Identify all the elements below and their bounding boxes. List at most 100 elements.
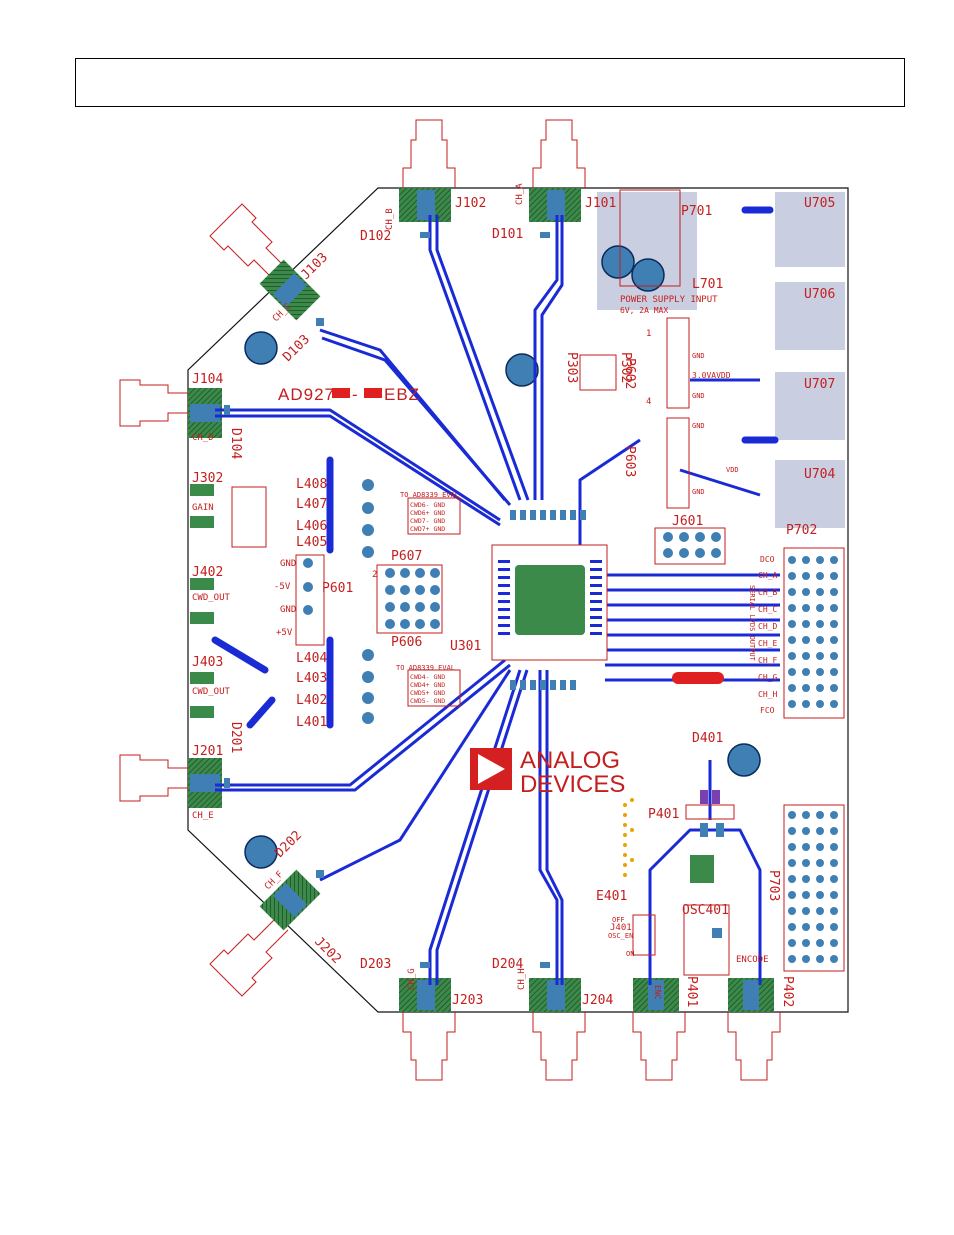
svg-text:L408: L408 xyxy=(296,477,327,492)
svg-text:P703: P703 xyxy=(766,870,781,901)
svg-text:P702: P702 xyxy=(786,523,817,538)
svg-text:J601: J601 xyxy=(672,514,703,529)
svg-text:P401: P401 xyxy=(648,807,679,822)
svg-text:CH_C: CH_C xyxy=(758,605,777,614)
yellow-vias xyxy=(623,798,634,877)
power-input-rating: 6V, 2A MAX xyxy=(620,306,668,315)
cwd-table-top: CWD6- GND CWD6+ GND CWD7- GND CWD7+ GND xyxy=(410,501,445,533)
svg-text:CWD5+ GND: CWD5+ GND xyxy=(410,689,445,697)
svg-text:L402: L402 xyxy=(296,693,327,708)
svg-text:CH_B: CH_B xyxy=(385,208,395,230)
svg-text:CH_E: CH_E xyxy=(192,811,214,821)
svg-text:J204: J204 xyxy=(582,993,613,1008)
svg-text:ENC: ENC xyxy=(653,985,662,1000)
svg-text:-: - xyxy=(352,385,359,404)
svg-text:TO AD8339 EVAL: TO AD8339 EVAL xyxy=(400,491,459,499)
svg-text:J403: J403 xyxy=(192,655,223,670)
svg-text:J402: J402 xyxy=(192,565,223,580)
svg-text:L403: L403 xyxy=(296,671,327,686)
power-input-label: POWER SUPPLY INPUT xyxy=(620,295,718,305)
svg-text:GND: GND xyxy=(692,422,705,430)
svg-text:J203: J203 xyxy=(452,993,483,1008)
svg-text:CWD4+ GND: CWD4+ GND xyxy=(410,681,445,689)
svg-text:2: 2 xyxy=(372,570,377,580)
svg-text:CWD5- GND: CWD5- GND xyxy=(410,697,445,705)
svg-text:GND: GND xyxy=(692,352,705,360)
svg-text:CWD7+ GND: CWD7+ GND xyxy=(410,525,445,533)
svg-text:P303: P303 xyxy=(564,352,579,383)
svg-text:J104: J104 xyxy=(192,372,223,387)
svg-text:U707: U707 xyxy=(804,377,835,392)
svg-text:SERIAL LVDS OUTPUT: SERIAL LVDS OUTPUT xyxy=(748,585,756,662)
svg-text:CH_H: CH_H xyxy=(517,968,527,990)
header-frame xyxy=(75,58,905,107)
svg-text:FCO: FCO xyxy=(760,706,775,715)
svg-text:OFF: OFF xyxy=(612,916,625,924)
header-pins xyxy=(303,479,838,963)
svg-text:ENCODE: ENCODE xyxy=(736,955,769,965)
svg-text:CH_G: CH_G xyxy=(407,968,417,990)
u401-chip xyxy=(690,855,714,883)
svg-text:-5V: -5V xyxy=(274,582,291,592)
svg-text:L401: L401 xyxy=(296,715,327,730)
logo-line1: ANALOG xyxy=(520,747,620,774)
svg-text:CWD6- GND: CWD6- GND xyxy=(410,501,445,509)
svg-text:J302: J302 xyxy=(192,471,223,486)
svg-text:L407: L407 xyxy=(296,497,327,512)
svg-text:L405: L405 xyxy=(296,535,327,550)
svg-text:TO AD8339 EVAL: TO AD8339 EVAL xyxy=(396,664,455,672)
adc-pins xyxy=(498,560,602,635)
svg-text:L404: L404 xyxy=(296,651,327,666)
svg-text:1: 1 xyxy=(646,329,651,339)
svg-text:P601: P601 xyxy=(322,581,353,596)
svg-text:E401: E401 xyxy=(596,889,627,904)
svg-text:CH_A: CH_A xyxy=(758,571,777,580)
svg-text:U705: U705 xyxy=(804,196,835,211)
svg-text:D101: D101 xyxy=(492,227,523,242)
svg-text:D401: D401 xyxy=(692,731,723,746)
svg-text:GND: GND xyxy=(280,559,296,569)
svg-text:CWD6+ GND: CWD6+ GND xyxy=(410,509,445,517)
svg-text:3.0VAVDD: 3.0VAVDD xyxy=(692,371,731,380)
svg-text:P603: P603 xyxy=(622,446,637,477)
svg-text:P402: P402 xyxy=(780,976,795,1007)
svg-text:P602: P602 xyxy=(622,358,637,389)
svg-text:CWD_OUT: CWD_OUT xyxy=(192,687,231,697)
svg-text:J401: J401 xyxy=(610,923,632,933)
svg-text:P302: P302 xyxy=(618,352,633,383)
board-title: AD927 xyxy=(278,385,335,404)
svg-text:J201: J201 xyxy=(192,744,223,759)
svg-text:CH_A: CH_A xyxy=(515,183,525,205)
designators: J102 J101 J104 J201 J203 J204 J302 J402 … xyxy=(192,196,835,1008)
svg-text:D203: D203 xyxy=(360,957,391,972)
signal-traces xyxy=(215,215,780,985)
svg-text:L701: L701 xyxy=(692,277,723,292)
svg-text:D204: D204 xyxy=(492,957,523,972)
adc-chip xyxy=(515,565,585,635)
svg-text:CWD7- GND: CWD7- GND xyxy=(410,517,445,525)
svg-text:ON: ON xyxy=(626,950,634,958)
component-outlines xyxy=(231,189,845,976)
svg-text:J101: J101 xyxy=(585,196,616,211)
logo-line2: DEVICES xyxy=(520,771,625,798)
mounting-holes xyxy=(244,245,761,869)
svg-text:GAIN: GAIN xyxy=(192,503,214,513)
svg-text:U706: U706 xyxy=(804,287,835,302)
svg-text:OSC401: OSC401 xyxy=(682,903,729,918)
cwd-table-bottom: CWD4- GND CWD4+ GND CWD5+ GND CWD5- GND xyxy=(410,673,445,705)
svg-text:D201: D201 xyxy=(228,722,243,753)
svg-text:+5V: +5V xyxy=(276,628,293,638)
svg-text:OSC_EN: OSC_EN xyxy=(608,932,633,940)
svg-text:DCO: DCO xyxy=(760,555,775,564)
svg-text:GND: GND xyxy=(692,488,705,496)
svg-text:GND: GND xyxy=(280,605,296,615)
svg-text:U704: U704 xyxy=(804,467,835,482)
svg-text:CWD_OUT: CWD_OUT xyxy=(192,593,231,603)
gnd-strips xyxy=(190,484,214,718)
svg-text:CH_F: CH_F xyxy=(758,656,777,665)
small-pads xyxy=(224,232,724,968)
svg-text:CH_B: CH_B xyxy=(758,588,777,597)
svg-text:CH_H: CH_H xyxy=(758,690,777,699)
svg-text:D102: D102 xyxy=(360,229,391,244)
